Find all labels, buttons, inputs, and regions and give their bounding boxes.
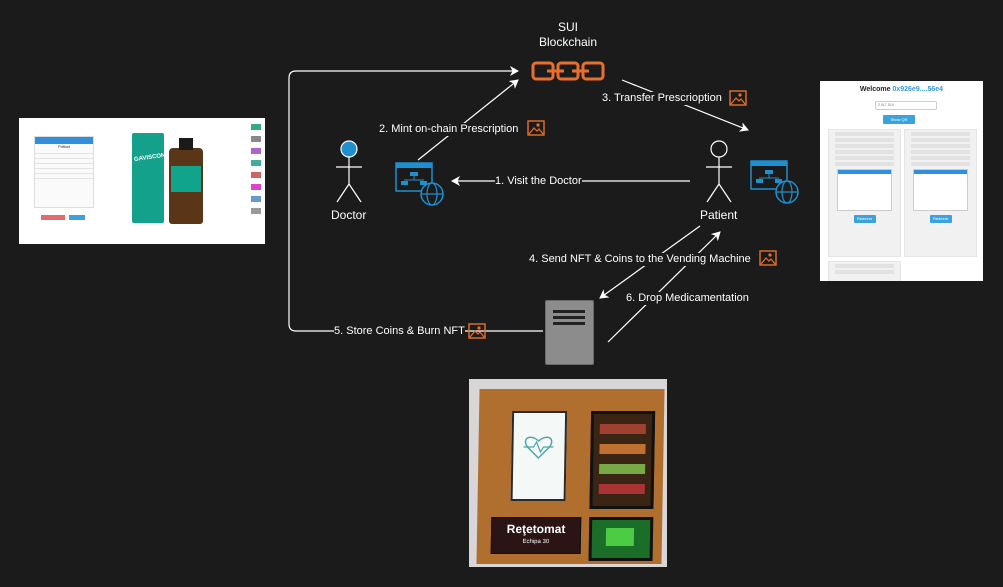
cancel-button: [41, 215, 65, 220]
image-icon-step-2: [527, 120, 545, 136]
step-4-label: 4. Send NFT & Coins to the Vending Machi…: [529, 253, 751, 266]
prescription-card: [828, 261, 901, 281]
step-6-label: 6. Drop Medicamentation: [626, 292, 749, 305]
welcome-heading: Welcome 0x926e9....56e4: [859, 86, 944, 93]
image-icon-step-4: [759, 250, 777, 266]
balance-select: 2.917 SUI: [875, 101, 937, 110]
step-5-label: 5. Store Coins & Burn NFT: [334, 325, 465, 338]
show-qr-button: Show QR: [883, 115, 915, 124]
redeem-button: Redeem: [853, 215, 876, 223]
prescription-form-card: Pdfkwt: [34, 136, 94, 208]
blockchain-title: SUI Blockchain: [538, 20, 598, 49]
doctor-actor-icon: [336, 140, 362, 203]
vending-machine-server-icon: [545, 300, 594, 365]
patient-app-screenshot: Welcome 0x926e9....56e4 2.917 SUI Show Q…: [820, 81, 983, 281]
brand-sign: Reţetomat Echipa 30: [490, 517, 582, 554]
step-3-label: 3. Transfer Prescrioption: [602, 92, 722, 105]
arrow-store-coins: [288, 66, 543, 332]
gaviscon-bottle-image: [169, 138, 203, 224]
cardboard-front: Reţetomat Echipa 30: [476, 389, 665, 564]
gaviscon-box-image: GAVISCON: [132, 133, 166, 223]
submit-button: [69, 215, 85, 220]
image-icon-step-5: [468, 323, 486, 339]
arrow-mint: [417, 79, 519, 161]
web-app-icon-patient: [750, 160, 799, 204]
doctor-app-screenshot: Pdfkwt GAVISCON: [19, 118, 265, 244]
vending-machine-photo: Reţetomat Echipa 30: [469, 379, 667, 567]
output-drawer: [588, 517, 654, 561]
redeem-button: Redeem: [929, 215, 952, 223]
step-1-label: 1. Visit the Doctor: [495, 175, 582, 188]
product-thumbnails: [251, 124, 261, 236]
web-app-icon-doctor: [395, 162, 444, 206]
prescription-card: Redeem: [828, 129, 901, 257]
patient-label: Patient: [700, 208, 738, 222]
chain-link-icon: [531, 61, 605, 81]
arrow-drop-med: [607, 231, 721, 343]
medicine-slot: [589, 411, 656, 509]
doctor-label: Doctor: [331, 208, 367, 222]
image-icon-step-3: [729, 90, 747, 106]
phone-screen: [510, 411, 568, 501]
patient-actor-icon: [706, 140, 732, 203]
prescription-card: Redeem: [904, 129, 977, 257]
arrow-transfer: [621, 79, 749, 132]
step-2-label: 2. Mint on-chain Prescription: [379, 123, 519, 136]
